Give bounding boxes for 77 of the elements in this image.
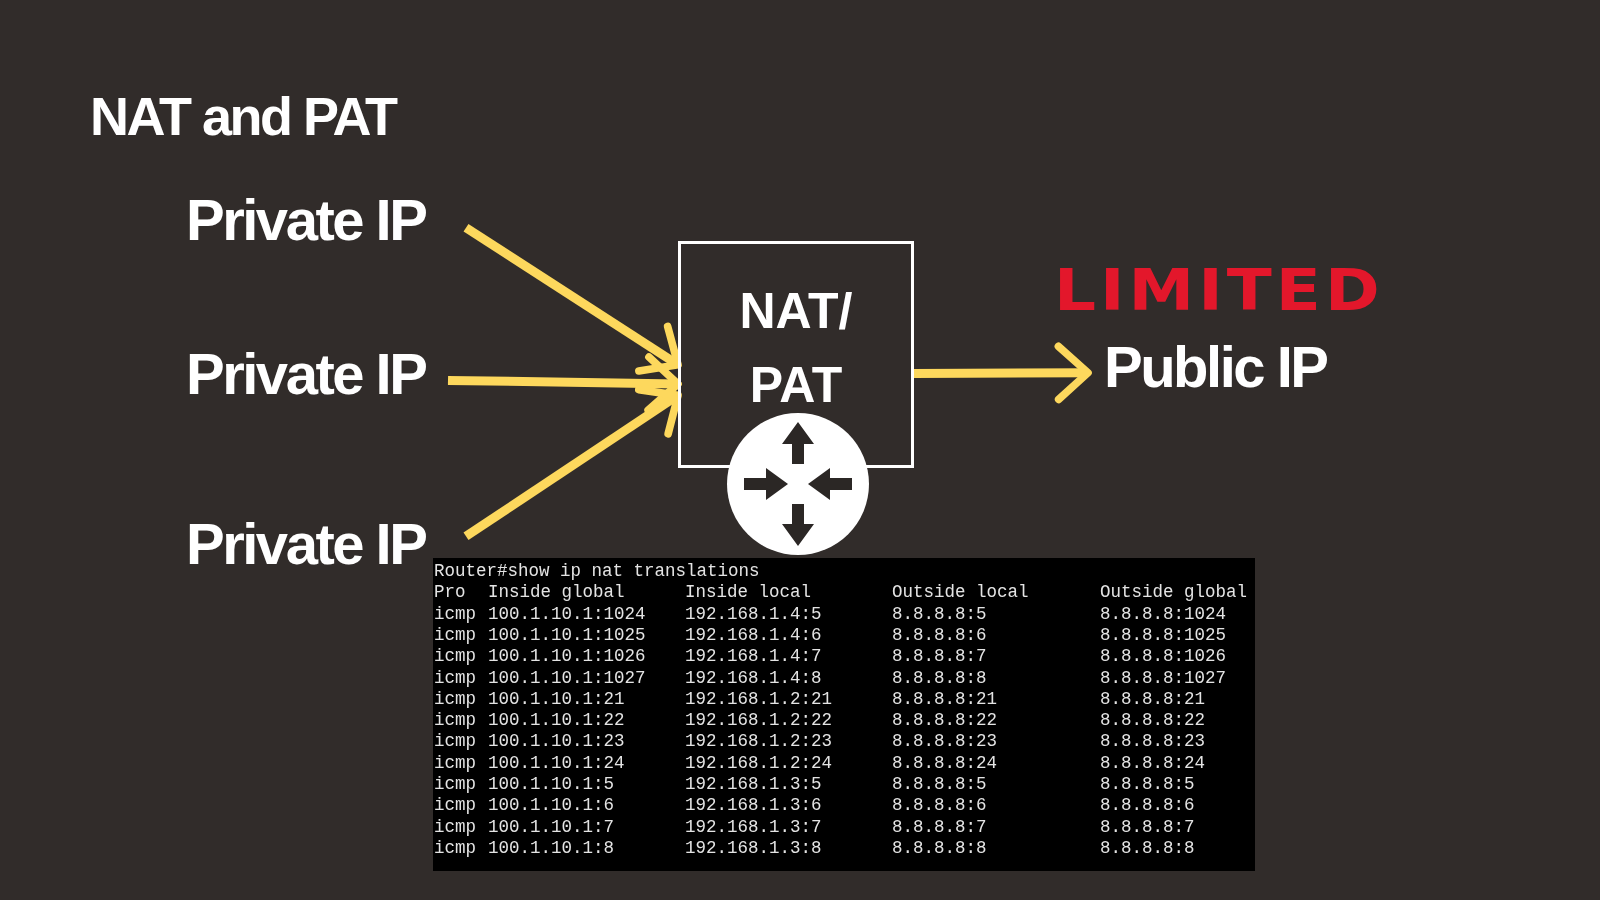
table-cell: 100.1.10.1:1027 xyxy=(488,667,646,689)
table-cell: 100.1.10.1:1024 xyxy=(488,603,646,625)
table-cell: 8.8.8.8:7 xyxy=(892,816,987,838)
table-cell: 8.8.8.8:6 xyxy=(1100,795,1195,817)
box-label: NAT/ PAT xyxy=(738,282,854,415)
table-cell: 100.1.10.1:1026 xyxy=(488,646,646,668)
table-cell: 100.1.10.1:21 xyxy=(488,688,625,711)
table-cell: 8.8.8.8:8 xyxy=(1100,837,1195,860)
command-line: Router#show ip nat translations xyxy=(434,561,760,583)
title: NAT and PAT xyxy=(90,85,396,148)
table-cell: 100.1.10.1:6 xyxy=(488,795,615,817)
table-cell: icmp xyxy=(434,603,476,625)
table-cell: 192.168.1.3:8 xyxy=(685,837,822,860)
table-cell: icmp xyxy=(434,667,476,689)
table-cell: 192.168.1.2:23 xyxy=(685,731,833,753)
table-cell: icmp xyxy=(434,752,476,774)
table-cell: icmp xyxy=(434,731,476,753)
table-cell: 8.8.8.8:7 xyxy=(1100,816,1195,838)
node-label: Private IP xyxy=(186,188,426,252)
table-cell: 8.8.8.8:1025 xyxy=(1100,624,1227,647)
column-header: Inside global xyxy=(488,582,625,604)
arrow xyxy=(913,342,1092,404)
column-header: Pro xyxy=(434,582,466,604)
table-cell: 192.168.1.3:7 xyxy=(685,816,822,838)
table-cell: icmp xyxy=(434,816,476,838)
table-cell: icmp xyxy=(434,688,476,711)
table-cell: 192.168.1.4:8 xyxy=(685,667,822,689)
node-label: Public IP xyxy=(1103,335,1327,399)
table-cell: icmp xyxy=(434,646,476,668)
stamp-text: LIMITED xyxy=(1054,262,1384,322)
table-cell: icmp xyxy=(434,774,476,796)
table-cell: 8.8.8.8:6 xyxy=(892,795,987,817)
table-cell: 100.1.10.1:7 xyxy=(488,816,615,838)
table-cell: 8.8.8.8:5 xyxy=(892,774,987,796)
table-cell: icmp xyxy=(434,624,476,647)
table-cell: 8.8.8.8:24 xyxy=(1100,752,1206,774)
table-cell: 8.8.8.8:23 xyxy=(1100,731,1206,753)
column-header: Outside global xyxy=(1100,582,1248,604)
table-cell: 192.168.1.4:7 xyxy=(685,646,822,668)
table-cell: 8.8.8.8:8 xyxy=(892,837,987,860)
table-cell: 192.168.1.4:5 xyxy=(685,603,822,625)
table-cell: 192.168.1.2:22 xyxy=(685,710,833,732)
arrow xyxy=(463,385,682,541)
node-label: Private IP xyxy=(186,512,426,576)
table-cell: 192.168.1.3:5 xyxy=(685,774,822,796)
table-cell: 100.1.10.1:8 xyxy=(488,837,615,860)
table-cell: 8.8.8.8:8 xyxy=(892,667,987,689)
table-cell: icmp xyxy=(434,795,476,817)
table-cell: 192.168.1.3:6 xyxy=(685,795,822,817)
table-cell: 8.8.8.8:5 xyxy=(892,603,987,625)
table-cell: 100.1.10.1:22 xyxy=(488,710,625,732)
table-cell: 100.1.10.1:23 xyxy=(488,731,625,753)
table-cell: 100.1.10.1:5 xyxy=(488,774,615,796)
table-cell: 8.8.8.8:23 xyxy=(892,731,998,753)
table-cell: 8.8.8.8:1026 xyxy=(1100,646,1227,668)
table-cell: 100.1.10.1:24 xyxy=(488,752,625,774)
table-cell: 8.8.8.8:1027 xyxy=(1100,667,1227,689)
arrow xyxy=(447,353,682,414)
table-cell: 8.8.8.8:6 xyxy=(892,624,987,647)
column-header: Inside local xyxy=(685,582,812,604)
table-cell: 8.8.8.8:21 xyxy=(892,688,998,711)
node-label: Private IP xyxy=(186,342,426,406)
table-cell: 192.168.1.2:24 xyxy=(685,752,833,774)
table-cell: 8.8.8.8:21 xyxy=(1100,688,1206,711)
table-cell: 100.1.10.1:1025 xyxy=(488,624,646,647)
table-cell: 8.8.8.8:22 xyxy=(1100,710,1206,732)
table-cell: icmp xyxy=(434,710,476,732)
table-cell: 8.8.8.8:24 xyxy=(892,752,998,774)
table-cell: 8.8.8.8:7 xyxy=(892,646,987,668)
table-cell: icmp xyxy=(434,837,476,860)
table-cell: 192.168.1.2:21 xyxy=(685,688,833,711)
arrow xyxy=(463,223,682,375)
table-cell: 8.8.8.8:5 xyxy=(1100,774,1195,796)
column-header: Outside local xyxy=(892,582,1029,604)
table-cell: 8.8.8.8:22 xyxy=(892,710,998,732)
table-cell: 192.168.1.4:6 xyxy=(685,624,822,647)
table-cell: 8.8.8.8:1024 xyxy=(1100,603,1227,625)
